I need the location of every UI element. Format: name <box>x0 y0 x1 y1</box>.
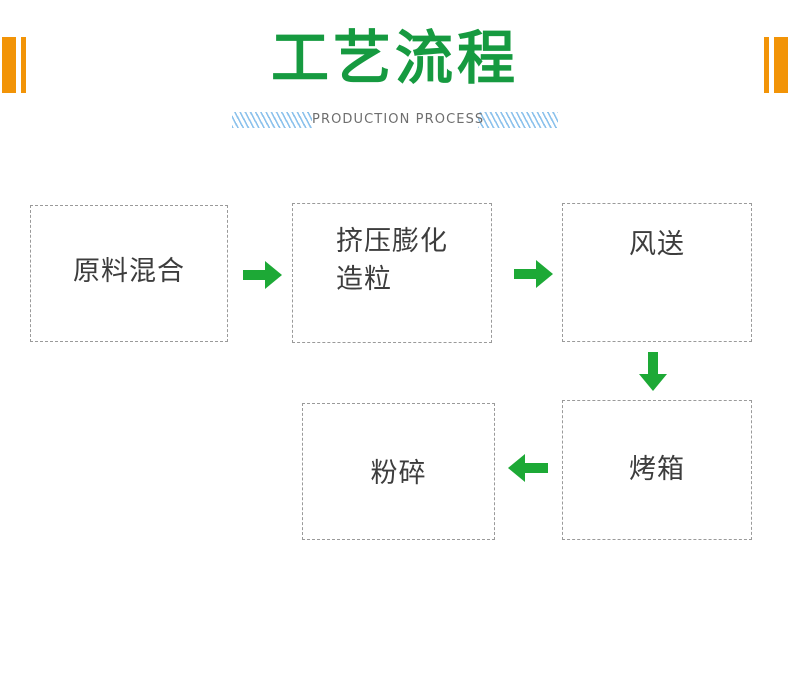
flow-node-label: 原料混合 <box>73 255 185 287</box>
flow-node-label: 粉碎 <box>370 457 427 489</box>
flow-node-label: 挤压膨化 造粒 <box>336 226 448 295</box>
arrow-right-icon <box>243 259 283 291</box>
page-subtitle: PRODUCTION PROCESS <box>312 111 485 129</box>
decoration-bar-thin <box>764 37 769 93</box>
flow-node-label: 烤箱 <box>629 454 685 485</box>
subtitle-row: PRODUCTION PROCESS <box>232 111 558 129</box>
hatch-stripes-right-icon <box>472 112 558 128</box>
flow-node-oven: 烤箱 <box>562 400 752 540</box>
page-title: 工艺流程 <box>270 24 519 92</box>
flow-node-extrusion-puffing-granulation: 挤压膨化 造粒 <box>292 203 492 343</box>
flow-node-label: 风送 <box>629 228 685 260</box>
decoration-bar-thin <box>21 37 26 93</box>
hatch-stripes-left-icon <box>232 112 318 128</box>
flow-node-raw-material-mixing: 原料混合 <box>30 205 228 342</box>
arrow-left-icon <box>506 452 548 484</box>
flow-node-air-conveying: 风送 <box>562 203 752 342</box>
arrow-right-icon <box>514 258 554 290</box>
decoration-bar-thick <box>2 37 16 93</box>
page-header: 工艺流程 PRODUCTION PROCESS <box>0 0 790 150</box>
arrow-down-icon <box>637 352 669 392</box>
flow-node-crushing: 粉碎 <box>302 403 495 540</box>
decoration-bar-thick <box>774 37 788 93</box>
